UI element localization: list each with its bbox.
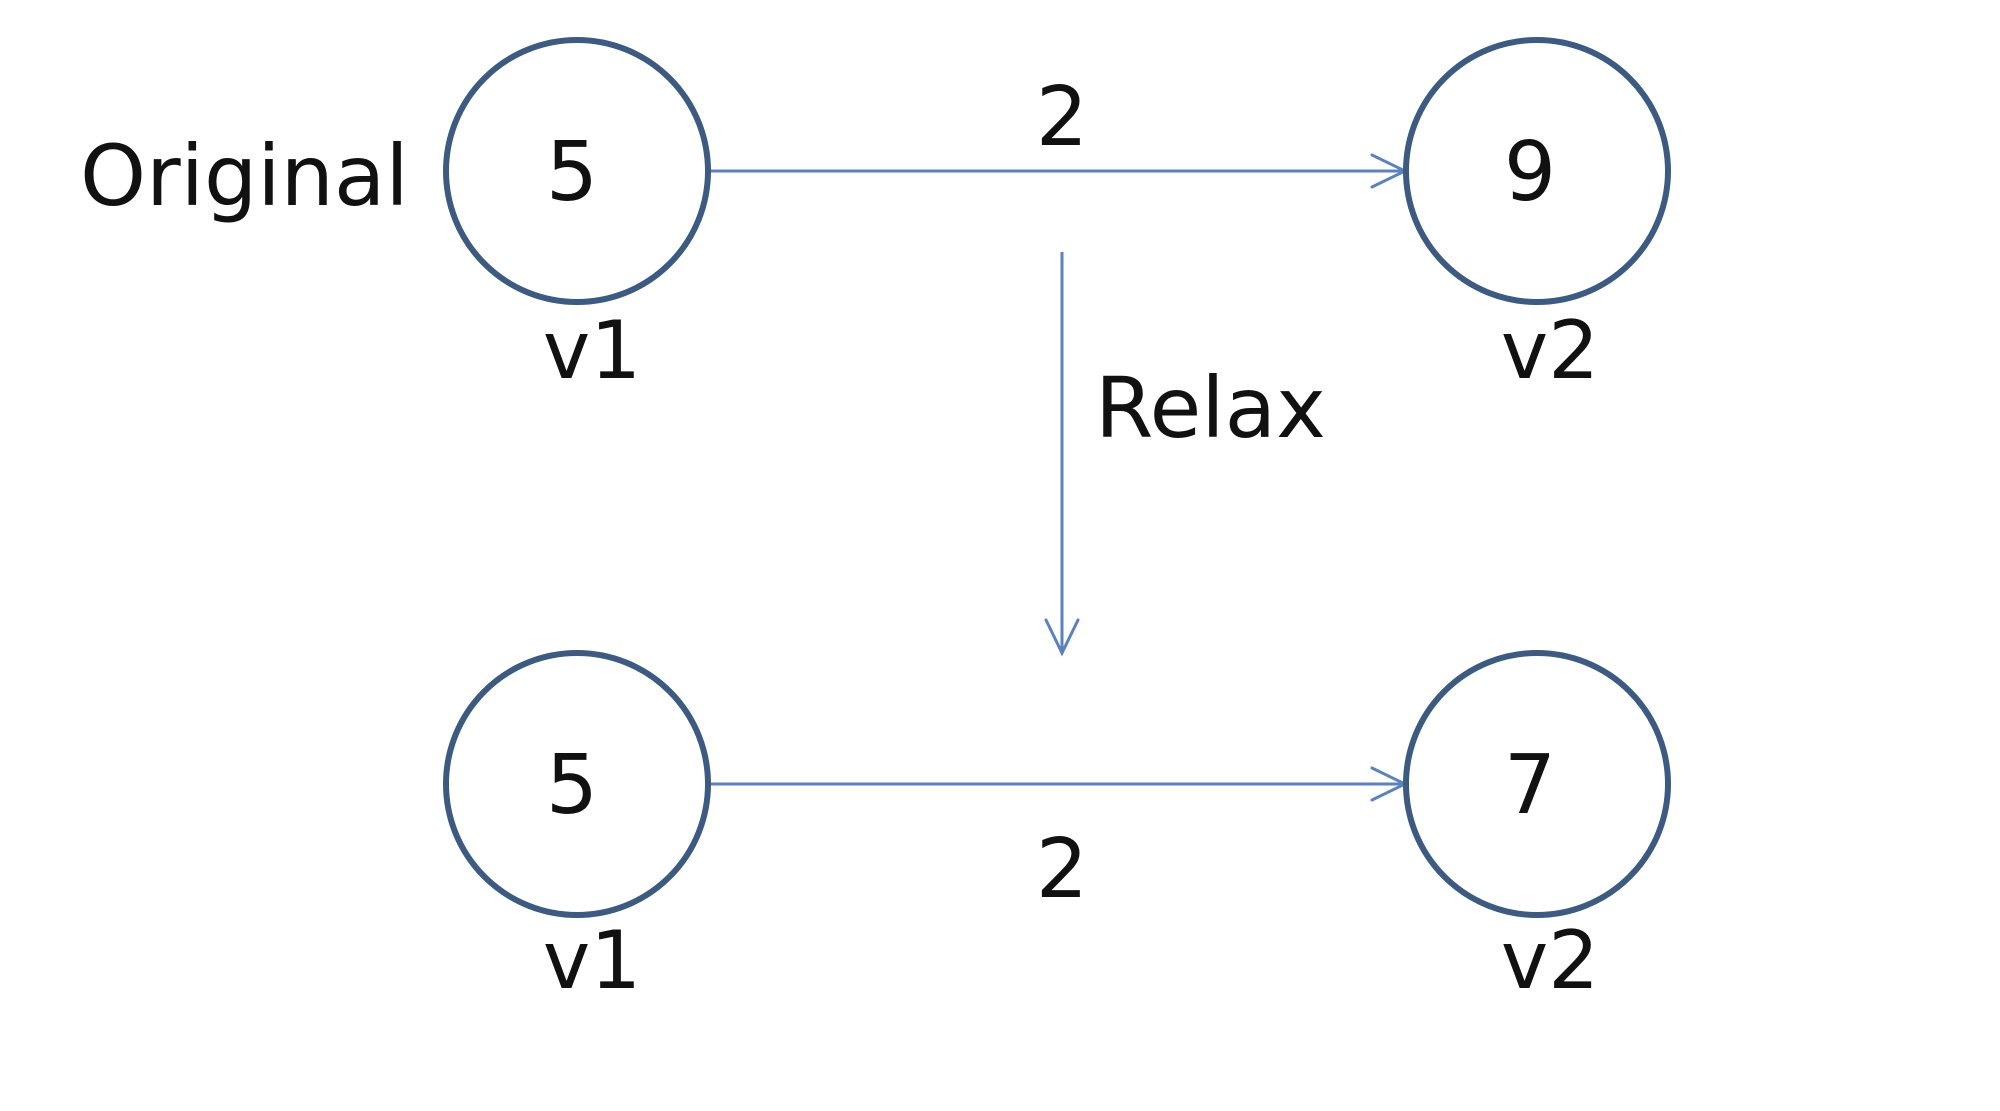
bottom-node-v1-value: 5	[546, 738, 598, 833]
relax-arrowhead	[1044, 618, 1080, 657]
bottom-node-v2-name: v2	[1501, 914, 1599, 1007]
top-edge-weight: 2	[1036, 70, 1088, 165]
top-node-v2-value: 9	[1504, 125, 1556, 220]
bottom-node-v2	[1403, 650, 1671, 918]
bottom-edge-weight: 2	[1036, 822, 1088, 917]
bottom-node-v2-value: 7	[1504, 738, 1556, 833]
top-node-v1	[443, 37, 711, 305]
relaxed-graph: 2 5 v1 7 v2	[443, 650, 1671, 1007]
bottom-node-v1	[443, 650, 711, 918]
top-node-v2-name: v2	[1501, 304, 1599, 397]
relax-label: Relax	[1095, 359, 1326, 457]
bottom-node-v1-name: v1	[543, 914, 641, 1007]
top-node-v1-value: 5	[546, 125, 598, 220]
original-graph: 2 5 v1 9 v2	[443, 37, 1671, 397]
top-node-v2	[1403, 37, 1671, 305]
top-node-v1-name: v1	[543, 304, 641, 397]
relax-transition: Relax	[1044, 252, 1326, 657]
original-label: Original	[80, 127, 409, 225]
